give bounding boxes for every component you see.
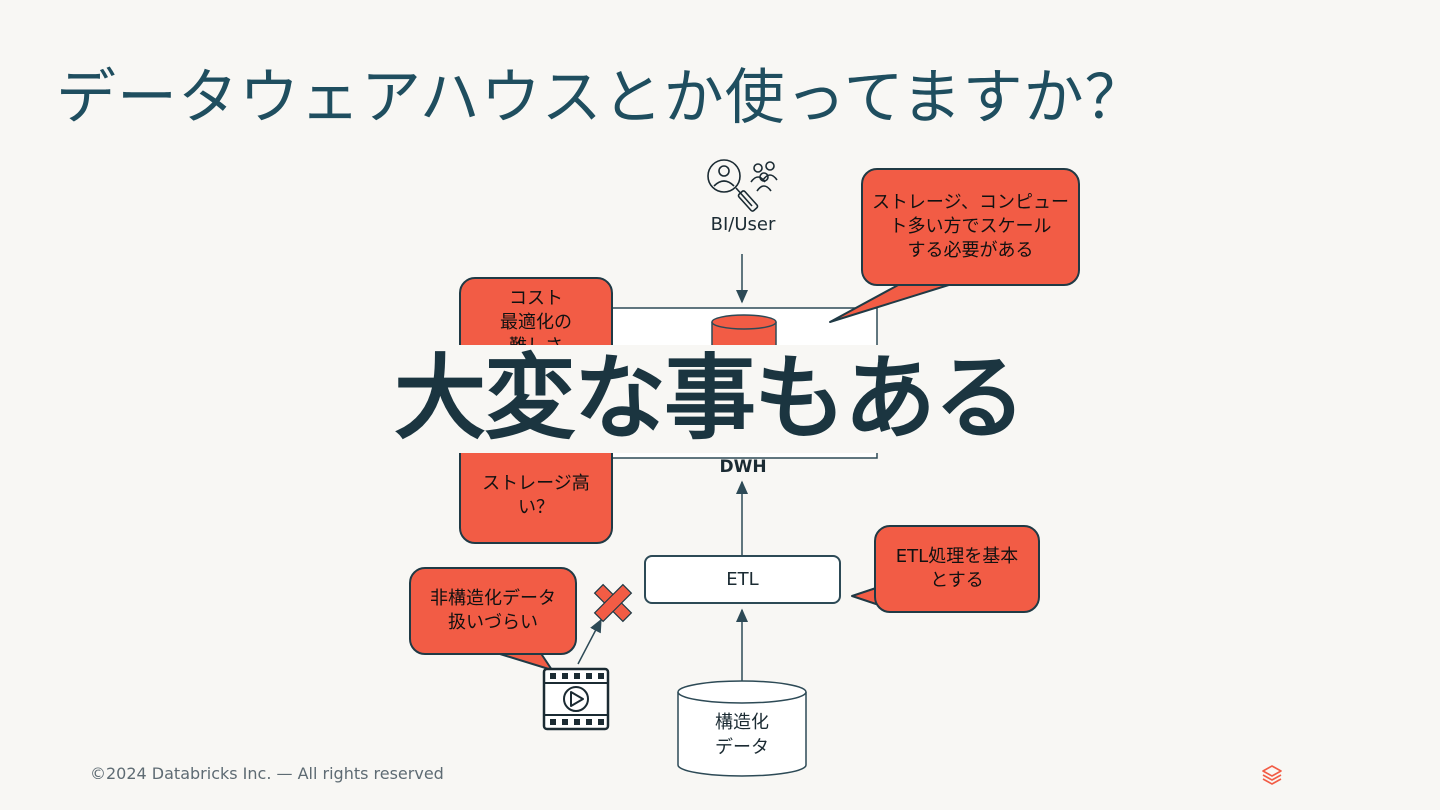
video-file-icon bbox=[542, 667, 610, 731]
arrow-video-to-cross bbox=[577, 618, 602, 665]
bubble-tail-etl bbox=[851, 587, 877, 605]
bubble-scale: ストレージ、コンピュー ト多い方でスケール する必要がある bbox=[861, 168, 1080, 286]
dwh-label: DWH bbox=[719, 457, 767, 477]
overlay-banner-text: 大変な事もある bbox=[394, 345, 1026, 452]
bi-user-icon bbox=[707, 159, 778, 212]
overlay-banner-background bbox=[400, 345, 1018, 453]
structured-data-label: 構造化 データ bbox=[715, 712, 769, 758]
bubble-unstructured: 非構造化データ 扱いづらい bbox=[409, 567, 577, 655]
cross-icon bbox=[593, 583, 633, 623]
structured-data-cylinder-icon bbox=[677, 680, 807, 777]
databricks-logo-icon bbox=[1262, 765, 1282, 785]
bi-user-label: BI/User bbox=[710, 214, 776, 235]
bubble-etl-basic: ETL処理を基本 とする bbox=[874, 525, 1040, 613]
bubble-tail-scale bbox=[829, 283, 953, 323]
etl-box: ETL bbox=[644, 555, 841, 604]
slide-title: データウェアハウスとか使ってますか？ bbox=[56, 63, 1146, 133]
footer-copyright: ©2024 Databricks Inc. — All rights reser… bbox=[90, 764, 444, 783]
